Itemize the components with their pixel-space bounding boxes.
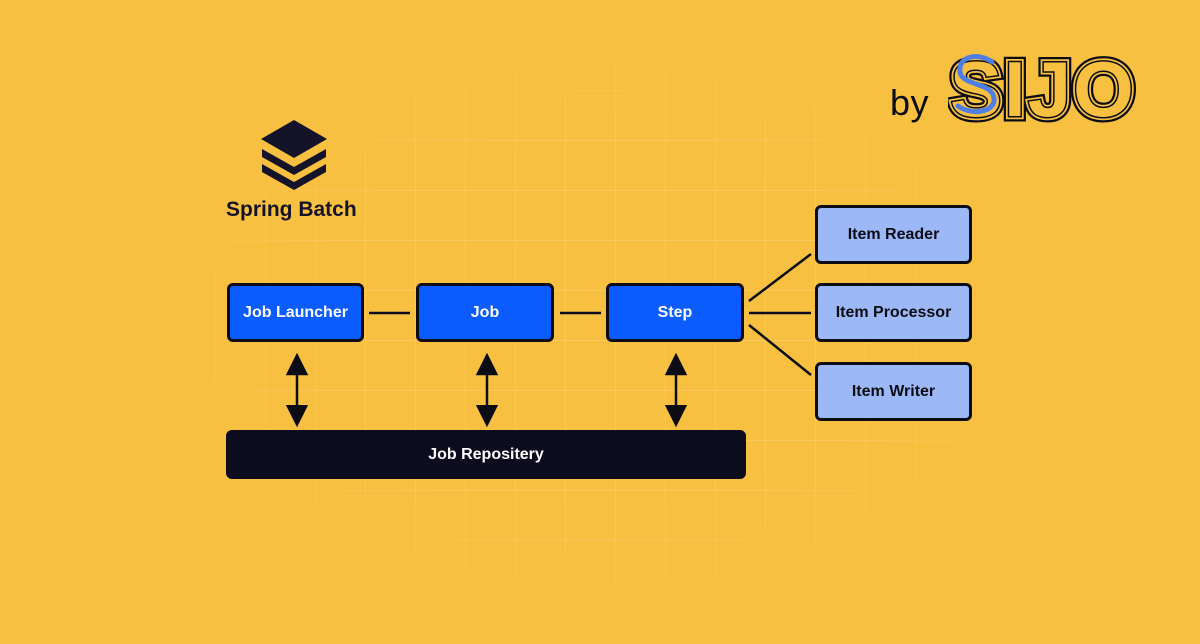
job-launcher-node: Job Launcher: [227, 283, 364, 342]
item-writer-node: Item Writer: [815, 362, 972, 421]
connector-step-writer: [748, 324, 812, 376]
item-reader-label: Item Reader: [847, 225, 940, 243]
item-reader-node: Item Reader: [815, 205, 972, 264]
connector-step-reader: [748, 253, 812, 302]
step-label: Step: [657, 303, 693, 321]
stacked-layers-icon: [261, 120, 327, 190]
job-repository-label: Job Repositery: [428, 445, 544, 463]
item-processor-label: Item Processor: [835, 303, 952, 321]
job-label: Job: [470, 303, 500, 321]
item-processor-node: Item Processor: [815, 283, 972, 342]
step-node: Step: [606, 283, 744, 342]
sijo-s-accent: [955, 54, 997, 115]
credit-by-text: by: [890, 82, 930, 123]
sijo-wordmark-logo: SIJO SIJO SIJO SIJO: [948, 44, 1139, 124]
job-launcher-label: Job Launcher: [243, 303, 348, 321]
item-writer-label: Item Writer: [851, 382, 936, 400]
job-node: Job: [416, 283, 554, 342]
brand-title: Spring Batch: [226, 198, 357, 221]
job-repository-node: Job Repositery: [226, 430, 746, 479]
